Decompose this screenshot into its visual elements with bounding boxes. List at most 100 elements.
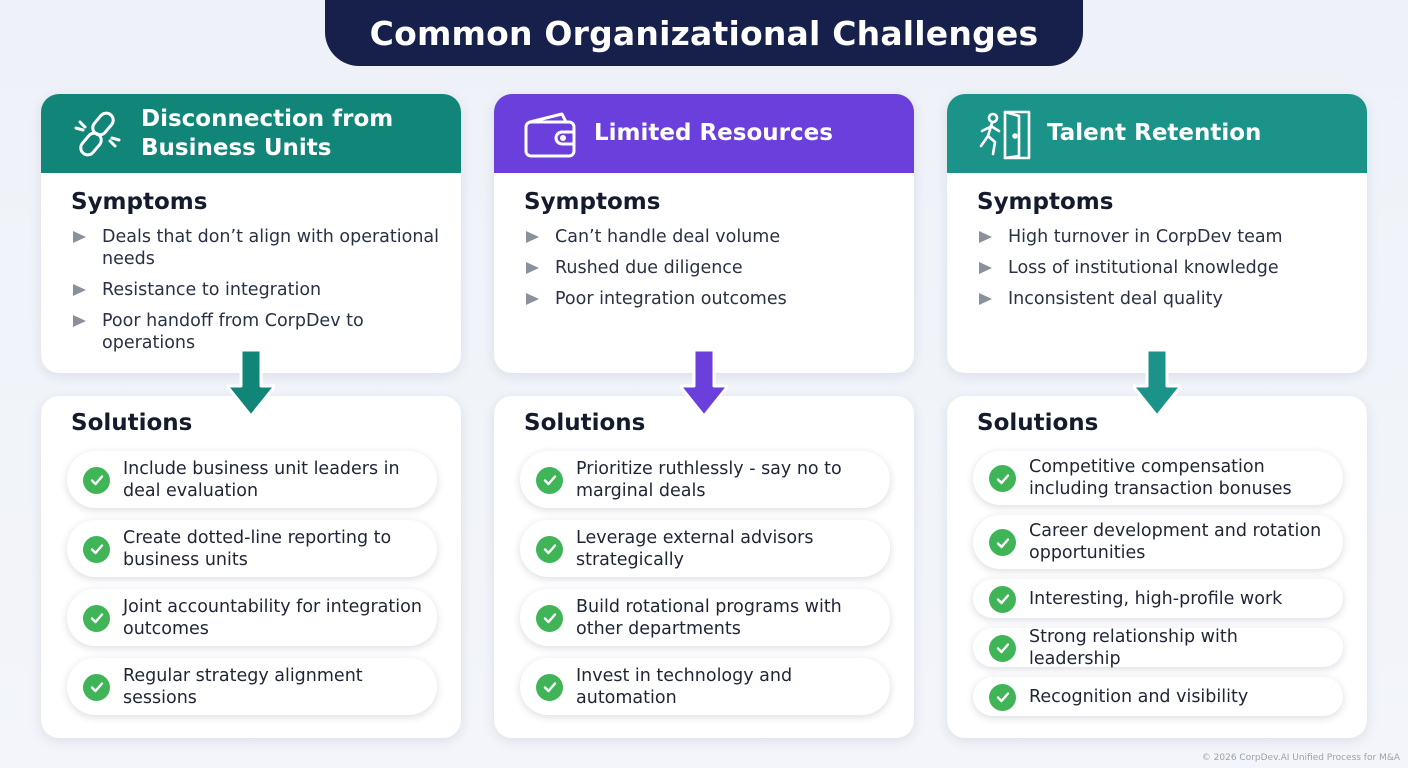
symptom-item: Poor handoff from CorpDev to operations — [71, 310, 441, 354]
symptoms-list: Deals that don’t align with operational … — [71, 226, 441, 363]
symptoms-card: Disconnection from Business Units Sympto… — [41, 94, 461, 373]
check-circle-icon — [989, 529, 1016, 556]
solution-text: Create dotted-line reporting to business… — [123, 527, 392, 570]
symptom-text: Resistance to integration — [102, 280, 322, 300]
triangle-bullet-icon — [979, 262, 992, 274]
solution-item: Interesting, high-profile work — [973, 579, 1343, 618]
solution-item: Create dotted-line reporting to business… — [67, 520, 437, 577]
card-header: Limited Resources — [494, 94, 914, 173]
solution-item: Regular strategy alignment sessions — [67, 658, 437, 715]
triangle-bullet-icon — [526, 262, 539, 274]
solution-text: Competitive compensation including trans… — [1029, 457, 1292, 499]
card-header-title: Disconnection from Business Units — [141, 105, 394, 161]
symptom-item: Inconsistent deal quality — [977, 288, 1347, 310]
solution-text: Invest in technology and automation — [576, 665, 793, 708]
solutions-heading: Solutions — [524, 410, 646, 436]
down-arrow-icon — [227, 350, 275, 418]
symptom-item: Poor integration outcomes — [524, 288, 894, 310]
solution-item: Build rotational programs with other dep… — [520, 589, 890, 646]
symptom-text: High turnover in CorpDev team — [1008, 227, 1283, 247]
solution-text: Include business unit leaders in deal ev… — [123, 458, 400, 501]
symptom-item: High turnover in CorpDev team — [977, 226, 1347, 248]
challenge-column-talent-retention: Talent Retention Symptoms High turnover … — [947, 94, 1367, 738]
symptom-item: Loss of institutional knowledge — [977, 257, 1347, 279]
solution-item: Leverage external advisors strategically — [520, 520, 890, 577]
solution-text: Joint accountability for integration out… — [123, 596, 422, 639]
page-title: Common Organizational Challenges — [369, 13, 1039, 53]
check-circle-icon — [536, 604, 563, 632]
solution-text: Build rotational programs with other dep… — [576, 596, 842, 639]
down-arrow-icon — [680, 350, 728, 418]
check-circle-icon — [536, 466, 563, 494]
symptoms-card: Talent Retention Symptoms High turnover … — [947, 94, 1367, 373]
solution-item: Strong relationship with leadership — [973, 626, 1343, 669]
solutions-heading: Solutions — [977, 410, 1099, 436]
symptom-item: Rushed due diligence — [524, 257, 894, 279]
solution-text: Career development and rotation opportun… — [1029, 521, 1322, 563]
card-header-title: Limited Resources — [594, 120, 833, 146]
solution-text: Strong relationship with leadership — [1029, 626, 1238, 669]
check-circle-icon — [83, 535, 110, 563]
triangle-bullet-icon — [73, 315, 86, 327]
challenge-column-disconnection: Disconnection from Business Units Sympto… — [41, 94, 461, 738]
solutions-list: Prioritize ruthlessly - say no to margin… — [520, 451, 890, 727]
solution-text: Interesting, high-profile work — [1029, 588, 1283, 609]
symptom-text: Loss of institutional knowledge — [1008, 258, 1279, 278]
solution-item: Joint accountability for integration out… — [67, 589, 437, 646]
triangle-bullet-icon — [979, 293, 992, 305]
triangle-bullet-icon — [73, 284, 86, 296]
copyright-footer: © 2026 CorpDev.AI Unified Process for M&… — [1201, 753, 1400, 763]
symptom-item: Resistance to integration — [71, 279, 441, 301]
challenge-column-limited-resources: Limited Resources Symptoms Can’t handle … — [494, 94, 914, 738]
check-circle-icon — [83, 604, 110, 632]
symptom-text: Deals that don’t align with operational … — [102, 227, 440, 269]
triangle-bullet-icon — [526, 293, 539, 305]
check-circle-icon — [536, 673, 563, 701]
solutions-list: Include business unit leaders in deal ev… — [67, 451, 437, 727]
symptoms-list: Can’t handle deal volume Rushed due dili… — [524, 226, 894, 319]
symptom-text: Poor integration outcomes — [555, 289, 787, 309]
symptom-text: Inconsistent deal quality — [1008, 289, 1223, 309]
check-circle-icon — [83, 466, 110, 494]
symptom-text: Rushed due diligence — [555, 258, 743, 278]
solution-text: Prioritize ruthlessly - say no to margin… — [576, 458, 842, 501]
title-banner: Common Organizational Challenges — [325, 0, 1083, 66]
symptom-item: Deals that don’t align with operational … — [71, 226, 441, 270]
check-circle-icon — [536, 535, 563, 563]
symptoms-card: Limited Resources Symptoms Can’t handle … — [494, 94, 914, 373]
solution-item: Include business unit leaders in deal ev… — [67, 451, 437, 508]
symptom-text: Poor handoff from CorpDev to operations — [102, 311, 364, 353]
symptom-item: Can’t handle deal volume — [524, 226, 894, 248]
wallet-icon — [522, 105, 580, 163]
symptoms-heading: Symptoms — [977, 189, 1114, 215]
solution-item: Competitive compensation including trans… — [973, 451, 1343, 505]
exit-door-icon — [975, 105, 1033, 163]
card-header: Disconnection from Business Units — [41, 94, 461, 173]
solution-text: Leverage external advisors strategically — [576, 527, 814, 570]
symptoms-heading: Symptoms — [524, 189, 661, 215]
triangle-bullet-icon — [526, 231, 539, 243]
solutions-list: Competitive compensation including trans… — [973, 451, 1343, 726]
symptom-text: Can’t handle deal volume — [555, 227, 781, 247]
check-circle-icon — [989, 634, 1016, 662]
triangle-bullet-icon — [979, 231, 992, 243]
solution-item: Prioritize ruthlessly - say no to margin… — [520, 451, 890, 508]
card-header: Talent Retention — [947, 94, 1367, 173]
solution-item: Invest in technology and automation — [520, 658, 890, 715]
solution-item: Career development and rotation opportun… — [973, 515, 1343, 569]
solution-item: Recognition and visibility — [973, 677, 1343, 716]
solution-text: Recognition and visibility — [1029, 686, 1249, 707]
triangle-bullet-icon — [73, 231, 86, 243]
check-circle-icon — [989, 465, 1016, 492]
broken-link-icon — [69, 105, 127, 163]
solutions-heading: Solutions — [71, 410, 193, 436]
check-circle-icon — [989, 683, 1016, 711]
card-header-title: Talent Retention — [1047, 120, 1262, 146]
check-circle-icon — [989, 585, 1016, 613]
solutions-card: Solutions Include business unit leaders … — [41, 396, 461, 738]
solution-text: Regular strategy alignment sessions — [123, 665, 363, 708]
symptoms-list: High turnover in CorpDev team Loss of in… — [977, 226, 1347, 319]
solutions-card: Solutions Competitive compensation inclu… — [947, 396, 1367, 738]
check-circle-icon — [83, 673, 110, 701]
symptoms-heading: Symptoms — [71, 189, 208, 215]
